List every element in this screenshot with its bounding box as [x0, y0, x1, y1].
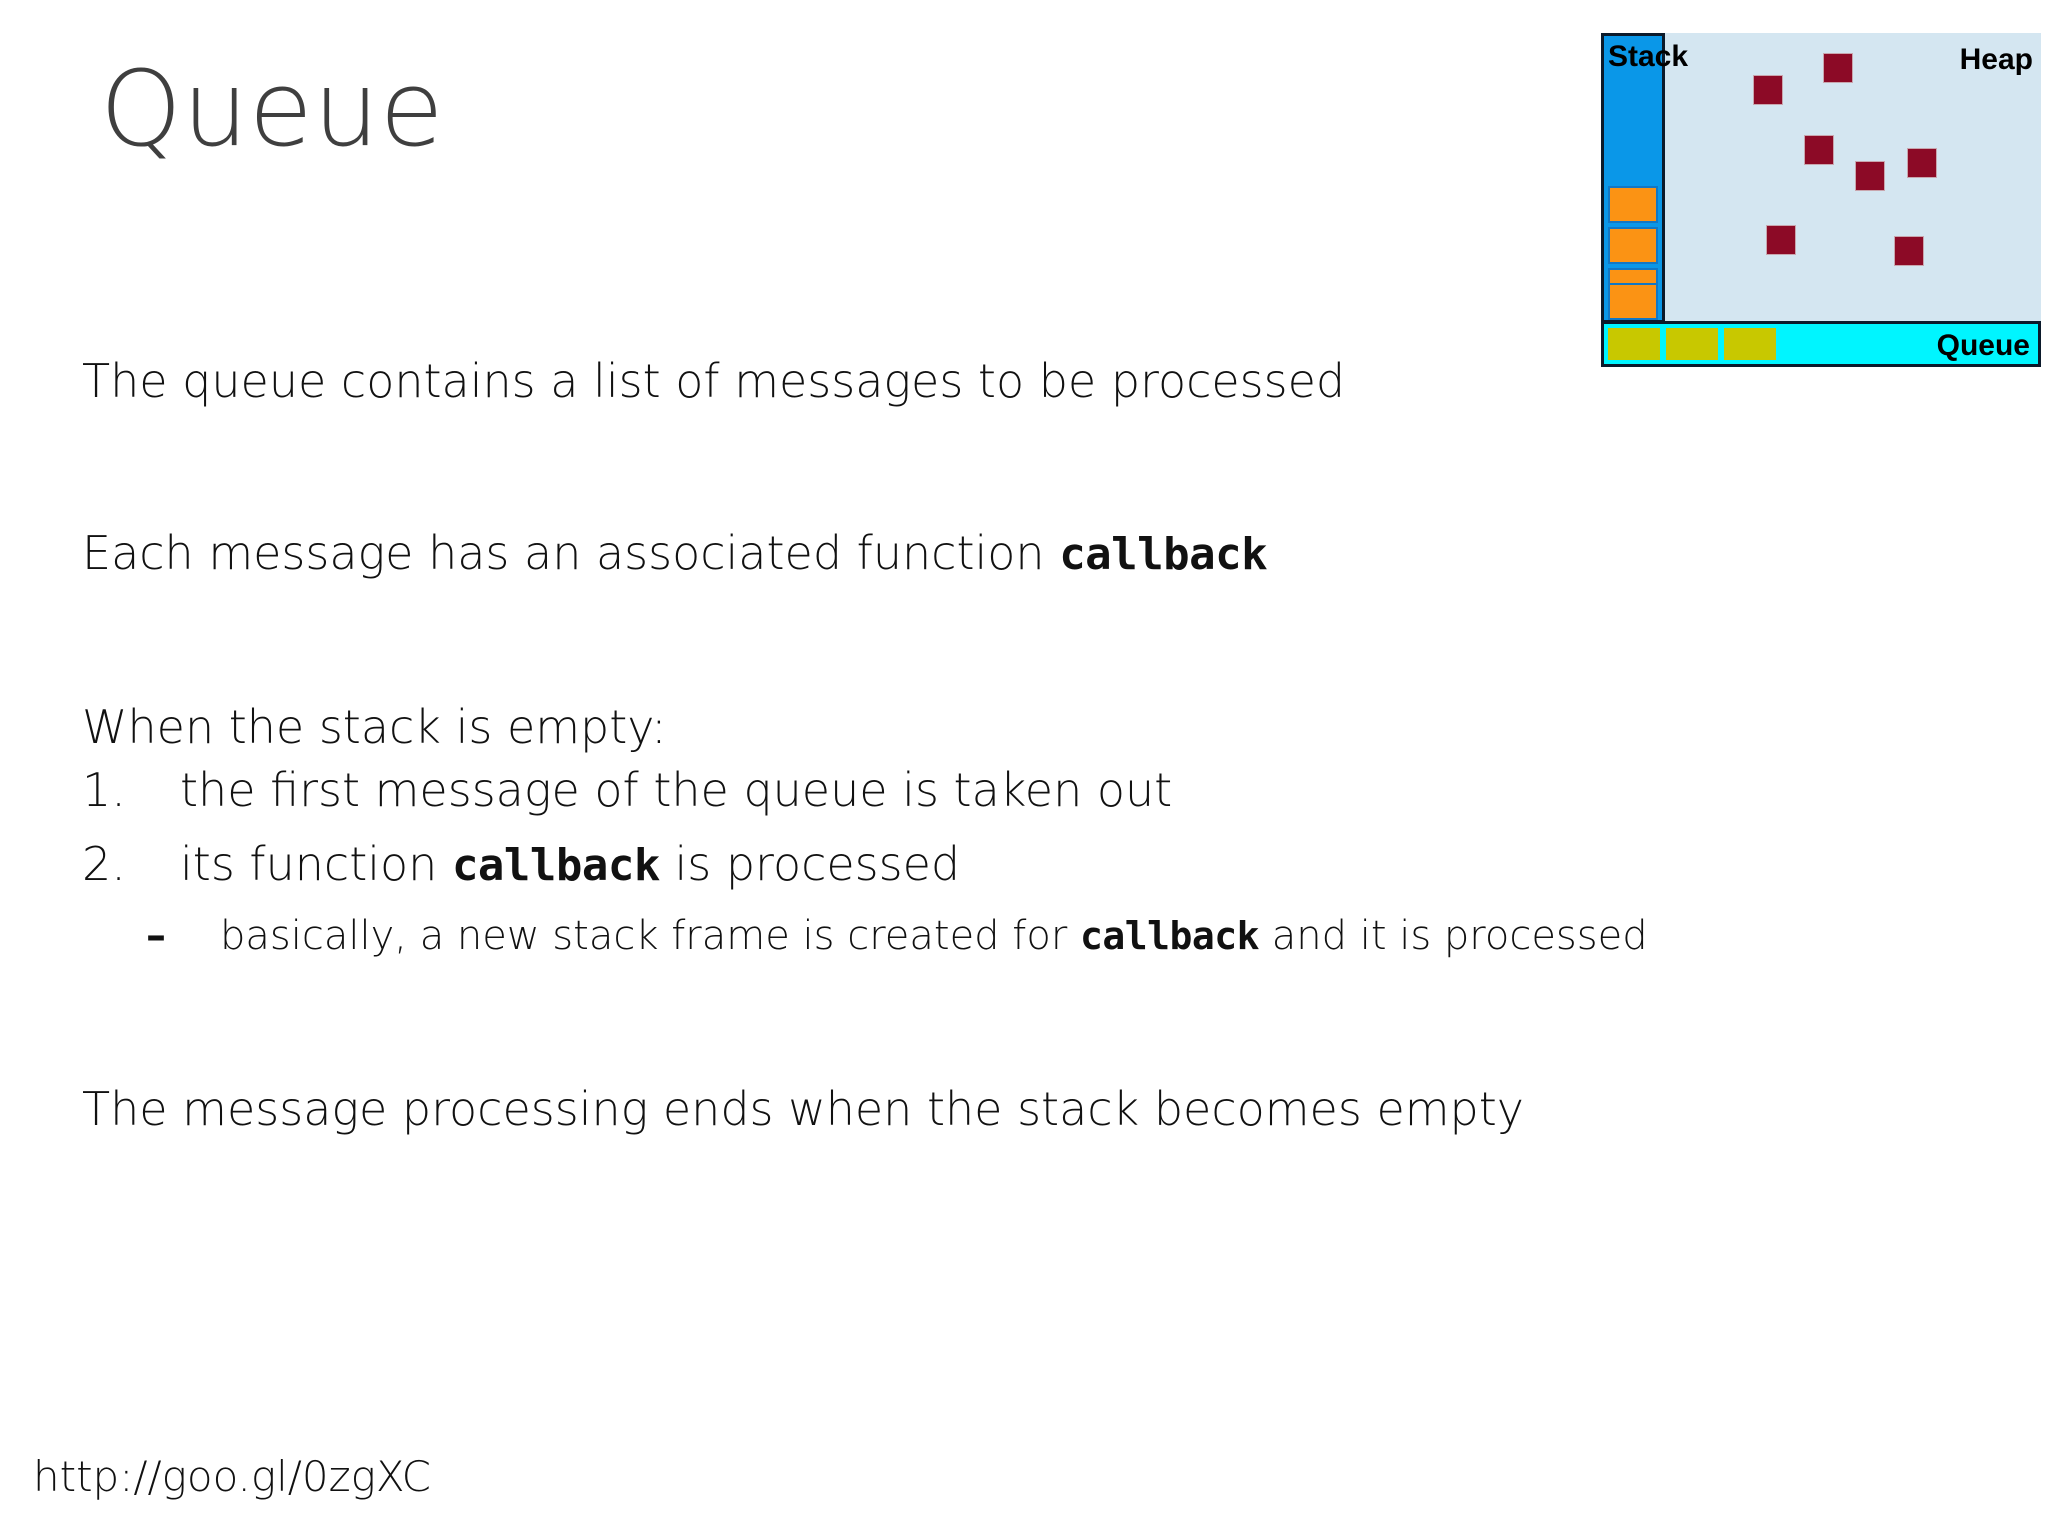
heap-block [1804, 135, 1834, 165]
spacer [82, 581, 2002, 701]
body-paragraph-2: Each message has an associated function … [82, 527, 2002, 581]
slide-body: The queue contains a list of messages to… [82, 355, 2002, 1135]
sub-list-item-text: basically, a new stack frame is created … [220, 901, 1648, 971]
stack-frame [1608, 186, 1658, 223]
heap-block [1753, 75, 1783, 105]
callback-code-1: callback [1059, 529, 1268, 580]
heap-label: Heap [1959, 43, 2033, 76]
queue-message [1666, 328, 1718, 360]
heap-block [1894, 236, 1924, 266]
callback-code-2: callback [451, 840, 660, 891]
heap-block [1855, 161, 1885, 191]
spacer [82, 971, 2002, 1083]
heap-block [1766, 225, 1796, 255]
list-item-text-suffix: is processed [659, 837, 961, 891]
queue-panel: Queue [1601, 321, 2041, 367]
stack-panel: Stack [1601, 33, 1688, 323]
heap-block [1907, 148, 1937, 178]
runtime-model-diagram: Heap Stack Queue [1601, 33, 2041, 367]
stack-frame [1608, 227, 1658, 264]
list-item: 2. its function callback is processed [82, 827, 2002, 901]
sub-list-item-text-prefix: basically, a new stack frame is created … [220, 913, 1080, 959]
body-paragraph-2-prefix: Each message has an associated function [82, 526, 1060, 580]
sub-list-item: – basically, a new stack frame is create… [82, 901, 2002, 971]
callback-code-3: callback [1080, 914, 1260, 958]
body-paragraph-4: The message processing ends when the sta… [82, 1082, 1525, 1136]
sub-list-item-text-suffix: and it is processed [1259, 913, 1648, 959]
spacer [82, 407, 2002, 527]
stack-frame [1608, 283, 1658, 320]
queue-message [1608, 328, 1660, 360]
heap-block [1823, 53, 1853, 83]
body-paragraph-3: When the stack is empty: [82, 700, 667, 754]
page-title: Queue [100, 48, 445, 170]
list-item: 1. the first message of the queue is tak… [82, 753, 2002, 827]
list-item-text: the first message of the queue is taken … [180, 763, 1173, 817]
body-paragraph-1: The queue contains a list of messages to… [82, 354, 1346, 408]
queue-message [1724, 328, 1776, 360]
list-item-text-prefix: its function [180, 837, 452, 891]
stack-label: Stack [1608, 40, 1689, 73]
list-item-marker: 1. [82, 763, 126, 817]
sub-list-item-marker: – [146, 913, 166, 959]
list-item-text: its function callback is processed [180, 827, 960, 903]
ordered-list: 1. the first message of the queue is tak… [82, 753, 2002, 901]
heap-panel: Heap [1601, 33, 2041, 353]
list-item-marker: 2. [82, 837, 126, 891]
footer-url[interactable]: http://goo.gl/0zgXC [33, 1452, 431, 1501]
queue-label: Queue [1936, 329, 2030, 362]
